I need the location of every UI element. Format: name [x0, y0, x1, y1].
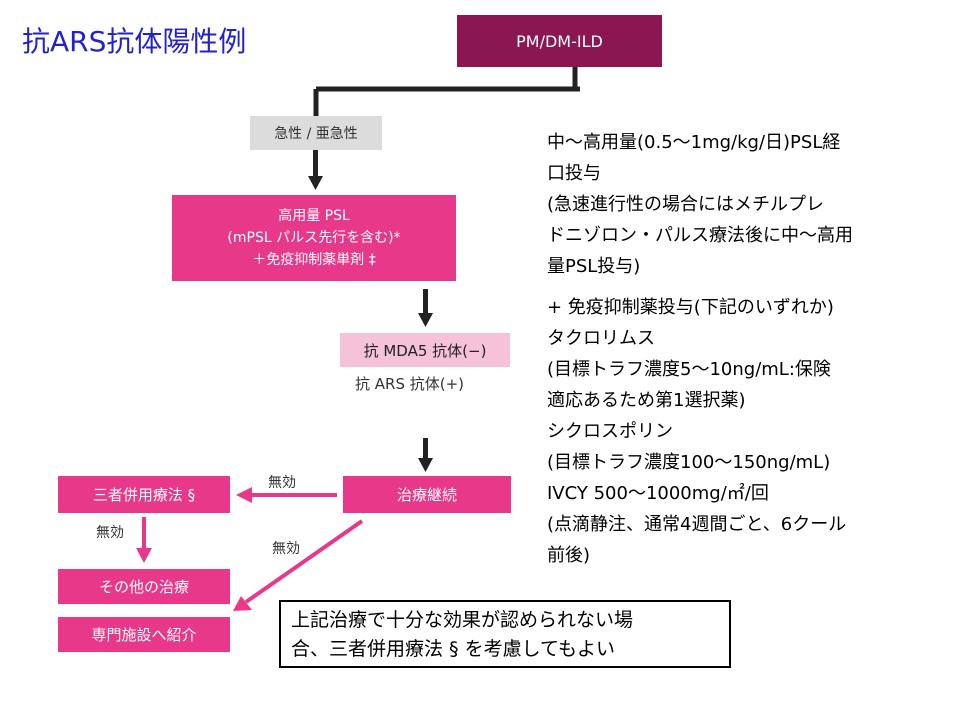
continue-treatment-box: 治療継続: [343, 476, 511, 513]
note-line: + 免疫抑制薬投与(下記のいずれか): [547, 297, 834, 318]
arrow-psl-to-mda5: [418, 289, 433, 327]
arrow-acute-to-psl: [308, 150, 323, 190]
high-psl-line-3: ＋免疫抑制薬単剤 ‡: [252, 252, 376, 268]
treatment-notes: 中〜高用量(0.5〜1mg/kg/日)PSL経 口投与 (急速進行性の場合にはメ…: [547, 127, 937, 571]
note-line: (目標トラフ濃度5〜10ng/mL:保険: [547, 359, 831, 380]
note-line: シクロスポリン: [547, 421, 673, 442]
ineffective-label-3: 無効: [272, 541, 300, 557]
ars-positive-label: 抗 ARS 抗体(+): [355, 375, 465, 393]
note-line: 量PSL投与): [547, 256, 641, 277]
note-line: 口投与: [547, 163, 601, 184]
mda5-negative-box: 抗 MDA5 抗体(−): [340, 333, 510, 367]
page-title: 抗ARS抗体陽性例: [22, 25, 247, 58]
ineffective-label-1: 無効: [268, 475, 296, 491]
other-treatment-box: その他の治療: [58, 569, 230, 604]
note-line: 中〜高用量(0.5〜1mg/kg/日)PSL経: [547, 132, 841, 153]
refer-specialist-box: 専門施設へ紹介: [58, 617, 230, 652]
acute-subacute-box: 急性 / 亜急性: [250, 116, 382, 150]
note-line: (点滴静注、通常4週間ごと、6クール: [547, 514, 847, 535]
bottom-note-line-2: 合、三者併用療法 § を考慮してもよい: [291, 638, 616, 660]
top-box-pm-dm-ild: PM/DM-ILD: [457, 15, 662, 67]
arrow-continue-to-triple: [236, 487, 337, 503]
high-dose-psl-box: 高用量 PSL (mPSL パルス先行を含む)* ＋免疫抑制薬単剤 ‡: [172, 195, 456, 281]
bottom-note-line-1: 上記治療で十分な効果が認められない場: [291, 609, 634, 631]
high-psl-line-2: (mPSL パルス先行を含む)*: [227, 230, 401, 246]
consider-triple-therapy-note: 上記治療で十分な効果が認められない場 合、三者併用療法 § を考慮してもよい: [279, 600, 731, 668]
ineffective-label-2: 無効: [96, 525, 124, 541]
note-line: (目標トラフ濃度100〜150ng/mL): [547, 452, 831, 473]
arrow-triple-to-other: [136, 517, 152, 563]
note-line: (急速進行性の場合にはメチルプレ: [547, 194, 825, 215]
high-psl-line-1: 高用量 PSL: [278, 208, 350, 224]
note-line: 適応あるため第1選択薬): [547, 390, 746, 411]
triple-therapy-box: 三者併用療法 §: [58, 476, 230, 513]
note-line: 前後): [547, 545, 591, 566]
note-line: ドニゾロン・パルス療法後に中〜高用: [547, 225, 853, 246]
arrow-continue-to-refer: [233, 519, 364, 611]
trunk-line: [313, 67, 580, 116]
arrow-ars-to-continue: [418, 438, 433, 472]
note-line: IVCY 500〜1000mg/㎡/回: [547, 483, 769, 504]
note-line: タクロリムス: [547, 328, 655, 349]
